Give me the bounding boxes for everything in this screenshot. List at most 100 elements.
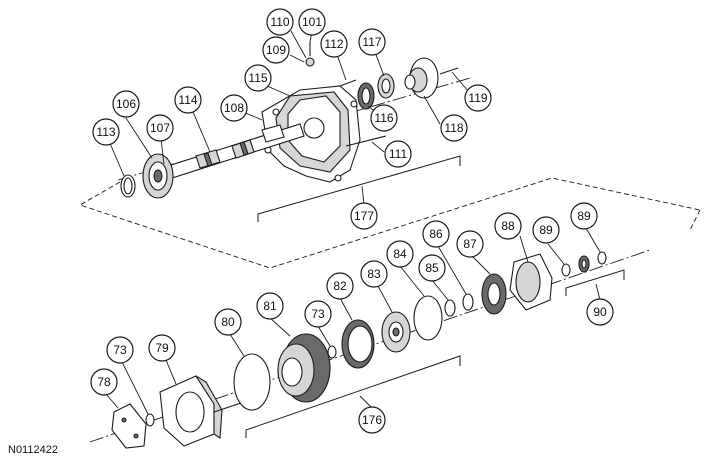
callout-108: 108 xyxy=(220,94,248,122)
svg-text:79: 79 xyxy=(155,341,169,355)
callout-73-lower: 73 xyxy=(106,336,134,364)
clutch-drum xyxy=(277,333,331,403)
callout-177: 177 xyxy=(350,202,378,230)
callout-81: 81 xyxy=(256,292,284,320)
svg-text:176: 176 xyxy=(362,413,382,427)
svg-text:177: 177 xyxy=(354,209,374,223)
rear-drum-housing xyxy=(509,253,553,311)
svg-text:113: 113 xyxy=(96,125,115,139)
callout-119: 119 xyxy=(464,84,492,112)
svg-text:73: 73 xyxy=(113,343,127,357)
svg-text:89: 89 xyxy=(539,223,553,237)
svg-text:80: 80 xyxy=(221,315,235,329)
callout-83: 83 xyxy=(360,260,388,288)
svg-text:107: 107 xyxy=(150,121,170,135)
callout-86: 86 xyxy=(422,220,450,248)
svg-text:108: 108 xyxy=(224,101,244,115)
svg-text:111: 111 xyxy=(389,147,408,161)
svg-text:116: 116 xyxy=(374,111,393,125)
pressure-plate xyxy=(111,403,147,449)
svg-text:106: 106 xyxy=(116,97,136,111)
callout-111: 111 xyxy=(384,140,412,168)
oil-seal xyxy=(357,82,375,110)
vent-cap-109 xyxy=(305,57,315,67)
svg-text:78: 78 xyxy=(97,375,111,389)
retaining-ring-84 xyxy=(413,295,443,341)
ring-86 xyxy=(462,293,474,311)
thrust-washer-73-lower xyxy=(145,413,155,427)
snap-ring-89-b xyxy=(597,251,607,265)
needle-bearing-90 xyxy=(578,255,590,273)
planetary-carrier xyxy=(159,375,245,447)
output-flange xyxy=(404,57,439,99)
callout-109: 109 xyxy=(262,36,290,64)
svg-text:118: 118 xyxy=(444,121,463,135)
snap-ring-113 xyxy=(120,174,136,198)
leader-lines-lower xyxy=(105,227,601,415)
callout-90: 90 xyxy=(586,298,614,326)
svg-text:119: 119 xyxy=(468,91,487,105)
callout-114: 114 xyxy=(174,86,202,114)
drive-sprocket xyxy=(142,153,174,199)
callout-176: 176 xyxy=(358,406,386,434)
callout-85: 85 xyxy=(418,254,446,282)
figure-reference-code: N0112422 xyxy=(8,444,58,456)
bracket-176 xyxy=(245,355,461,438)
bolt-119 xyxy=(439,67,459,75)
svg-text:87: 87 xyxy=(463,237,477,251)
callout-80: 80 xyxy=(214,308,242,336)
svg-text:109: 109 xyxy=(266,43,286,57)
washer-85 xyxy=(444,299,456,317)
transfer-case-housing xyxy=(261,85,361,183)
svg-text:85: 85 xyxy=(425,261,439,275)
svg-text:90: 90 xyxy=(593,305,607,319)
callout-110: 110 xyxy=(266,8,294,36)
clutch-hub xyxy=(341,319,375,369)
callout-113: 113 xyxy=(92,118,120,146)
thrust-washer-73-upper xyxy=(327,345,337,359)
callout-79: 79 xyxy=(148,334,176,362)
svg-text:88: 88 xyxy=(501,219,515,233)
callout-112: 112 xyxy=(320,30,348,58)
callout-87: 87 xyxy=(456,230,484,258)
svg-text:117: 117 xyxy=(362,35,381,49)
svg-text:101: 101 xyxy=(302,15,322,29)
callout-84: 84 xyxy=(386,240,414,268)
svg-text:115: 115 xyxy=(248,71,267,85)
output-bearing xyxy=(377,73,395,99)
callout-73-upper: 73 xyxy=(304,300,332,328)
output-shaft xyxy=(167,123,305,179)
callout-116: 116 xyxy=(370,104,398,132)
snap-ring-89-a xyxy=(561,263,571,277)
callout-89-a: 89 xyxy=(532,216,560,244)
callout-107: 107 xyxy=(146,114,174,142)
callout-115: 115 xyxy=(244,64,272,92)
group-outline-177 xyxy=(78,177,701,269)
callout-82: 82 xyxy=(326,272,354,300)
svg-text:89: 89 xyxy=(577,209,591,223)
svg-text:84: 84 xyxy=(393,247,407,261)
callout-88: 88 xyxy=(494,212,522,240)
bracket-177 xyxy=(257,155,461,222)
callout-101: 101 xyxy=(298,8,326,36)
snap-ring-80 xyxy=(233,353,271,411)
callout-106: 106 xyxy=(112,90,140,118)
svg-text:81: 81 xyxy=(263,299,277,313)
callout-78: 78 xyxy=(90,368,118,396)
callout-89-b: 89 xyxy=(570,202,598,230)
svg-text:110: 110 xyxy=(270,15,289,29)
svg-text:112: 112 xyxy=(324,37,343,51)
svg-text:83: 83 xyxy=(367,267,381,281)
svg-text:114: 114 xyxy=(178,93,197,107)
bolt-111 xyxy=(345,135,387,147)
bolt-112 xyxy=(339,79,357,87)
svg-text:73: 73 xyxy=(311,307,325,321)
callout-117: 117 xyxy=(358,28,386,56)
svg-text:86: 86 xyxy=(429,227,443,241)
callout-118: 118 xyxy=(440,114,468,142)
svg-text:82: 82 xyxy=(333,279,347,293)
piston-bearing xyxy=(381,311,411,353)
bracket-90 xyxy=(565,269,625,296)
ring-gear xyxy=(481,273,507,315)
